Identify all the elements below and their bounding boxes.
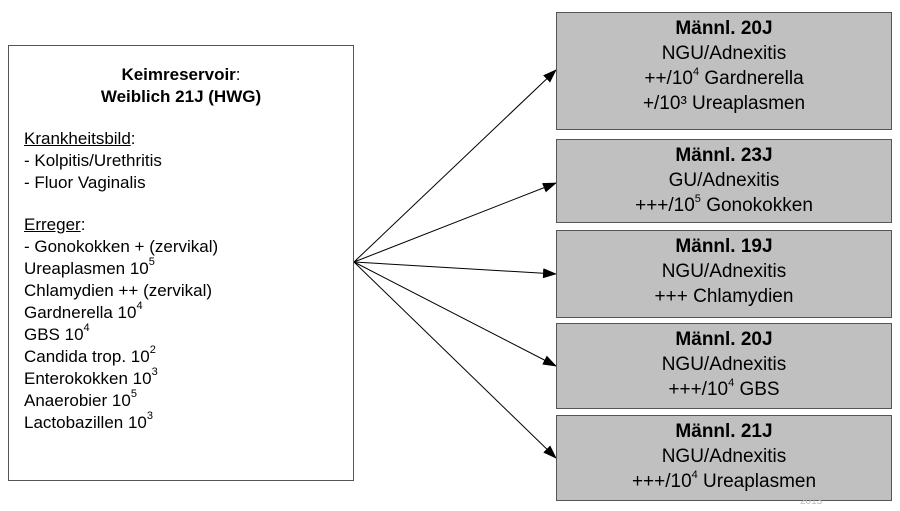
target-diagnosis: NGU/Adnexitis — [661, 446, 787, 467]
target-finding: +++/105 Gonokokken — [635, 192, 813, 216]
source-title: Keimreservoir: Weiblich 21J (HWG) — [24, 64, 353, 108]
target-diagnosis: NGU/Adnexitis — [661, 43, 787, 64]
target-title: Männl. 20J — [675, 329, 773, 350]
erreger-item: GBS 104 — [24, 322, 90, 344]
target-title: Männl. 20J — [675, 18, 773, 39]
erreger-item: Enterokokken 103 — [24, 366, 158, 388]
arrow-to-target-4 — [353, 261, 557, 367]
target-diagnosis: NGU/Adnexitis — [661, 354, 787, 375]
krankheitsbild-heading: Krankheitsbild: — [24, 129, 136, 148]
erreger-item: Anaerobier 105 — [24, 388, 137, 410]
erreger-item: Ureaplasmen 105 — [24, 256, 155, 278]
erreger-item: - Gonokokken + (zervikal) — [24, 237, 219, 256]
source-title-line2: Weiblich 21J (HWG) — [100, 87, 262, 106]
arrow-to-target-1 — [353, 69, 557, 263]
erreger-item: Gardnerella 104 — [24, 300, 143, 322]
erreger-label: Erreger — [24, 215, 81, 234]
arrow-to-target-3 — [353, 261, 557, 279]
target-title: Männl. 21J — [675, 421, 773, 442]
target-box-3: Männl. 19J NGU/Adnexitis +++ Chlamydien — [556, 230, 892, 318]
target-finding: +++/104 Ureaplasmen — [631, 468, 817, 492]
target-diagnosis: GU/Adnexitis — [668, 170, 780, 191]
krankheitsbild-item: - Fluor Vaginalis — [24, 173, 146, 192]
target-title: Männl. 19J — [675, 236, 773, 257]
target-finding: +/10³ Ureaplasmen — [642, 93, 806, 114]
erreger-item: Lactobazillen 103 — [24, 410, 153, 432]
target-diagnosis: NGU/Adnexitis — [661, 261, 787, 282]
krankheitsbild-item: - Kolpitis/Urethritis — [24, 151, 162, 170]
erreger-item: Candida trop. 102 — [24, 344, 156, 366]
target-box-1: Männl. 20J NGU/Adnexitis ++/104 Gardnere… — [556, 12, 892, 130]
source-reservoir-box: Keimreservoir: Weiblich 21J (HWG) Krankh… — [8, 45, 354, 481]
erreger-item: Chlamydien ++ (zervikal) — [24, 281, 213, 300]
target-box-2: Männl. 23J GU/Adnexitis +++/105 Gonokokk… — [556, 139, 892, 223]
target-finding: +++ Chlamydien — [654, 286, 794, 307]
source-title-line1: Keimreservoir — [121, 65, 236, 84]
source-title-colon: : — [235, 65, 241, 84]
target-finding: ++/104 Gardnerella — [644, 65, 804, 89]
krankheitsbild-label: Krankheitsbild — [24, 129, 131, 148]
erreger-heading: Erreger: — [24, 215, 86, 234]
target-box-5: Männl. 21J NGU/Adnexitis +++/104 Ureapla… — [556, 415, 892, 501]
arrow-to-target-2 — [353, 182, 557, 263]
watermark-year: 2013 — [800, 496, 823, 507]
target-box-4: Männl. 20J NGU/Adnexitis +++/104 GBS — [556, 323, 892, 409]
arrow-to-target-5 — [353, 261, 557, 459]
target-title: Männl. 23J — [675, 145, 773, 166]
target-finding: +++/104 GBS — [668, 376, 780, 400]
